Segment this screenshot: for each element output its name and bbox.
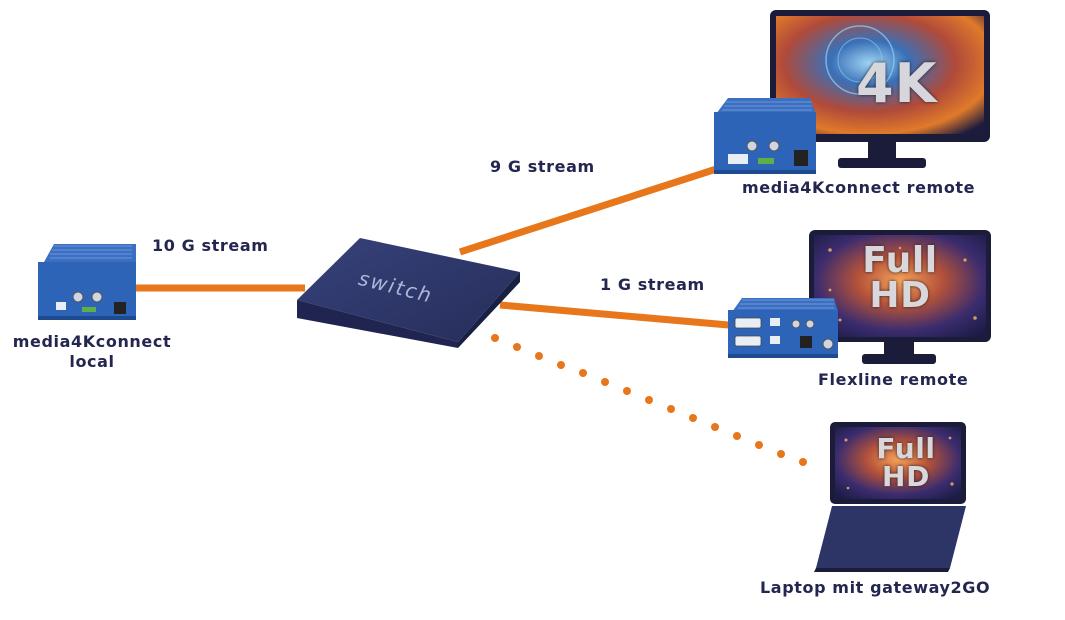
monitor-fullhd-text-line1: Full bbox=[862, 240, 938, 281]
link-label-1g: 1 G stream bbox=[600, 275, 705, 294]
link-switch-media-remote bbox=[458, 158, 740, 256]
monitor-fullhd-text-line2: HD bbox=[869, 275, 931, 316]
laptop-icon bbox=[814, 422, 966, 572]
laptop-screen-text-line2: HD bbox=[882, 460, 930, 493]
link-label-9g: 9 G stream bbox=[490, 157, 595, 176]
laptop-screen-text-line1: Full bbox=[876, 432, 936, 465]
device-label-media-remote: media4Kconnect remote bbox=[742, 178, 976, 197]
flexline-device-icon bbox=[728, 298, 838, 358]
link-switch-laptop-dotted bbox=[491, 334, 807, 466]
device-label-flexline: Flexline remote bbox=[818, 370, 969, 389]
monitor-4k-text: 4K bbox=[856, 52, 938, 115]
device-label-laptop: Laptop mit gateway2GO bbox=[760, 578, 991, 597]
link-label-10g: 10 G stream bbox=[152, 236, 269, 255]
monitor-fullhd-icon bbox=[809, 230, 991, 364]
media-remote-device-icon bbox=[714, 98, 816, 174]
link-switch-flexline bbox=[499, 301, 741, 330]
local-device-icon bbox=[38, 244, 136, 320]
device-label-local: media4Kconnect local bbox=[12, 332, 172, 371]
switch-device bbox=[297, 238, 520, 348]
